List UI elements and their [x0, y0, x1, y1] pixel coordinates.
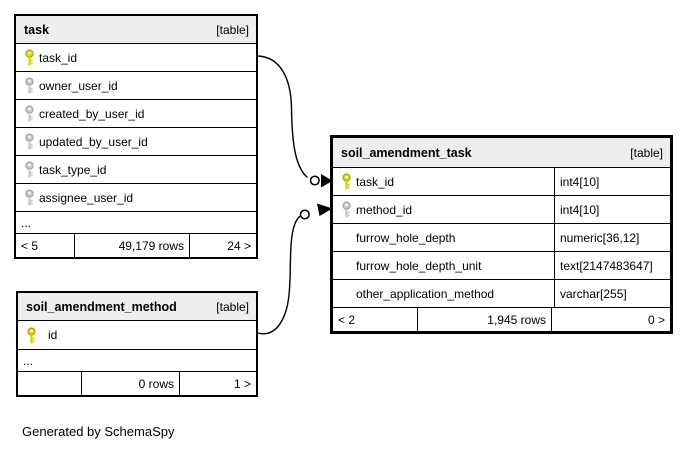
table-node-task[interactable]: task [table] task_id [14, 14, 258, 259]
table-badge: [table] [630, 145, 663, 160]
table-title: soil_amendment_task [341, 145, 472, 160]
primary-key-icon [24, 49, 39, 66]
table-node-soil-amendment-task[interactable]: soil_amendment_task [table] task_id int4… [330, 135, 673, 334]
column-type: int4[10] [560, 174, 600, 189]
foreign-key-icon [24, 77, 39, 94]
column-name: id [48, 328, 58, 342]
pager-next-count: 24 > [227, 238, 251, 253]
column-row-id[interactable]: id [18, 321, 256, 350]
column-row-assignee-user-id[interactable]: assignee_user_id [16, 184, 256, 212]
table-title: task [24, 22, 50, 37]
row-count: 49,179 rows [75, 234, 190, 257]
table-node-soil-amendment-method[interactable]: soil_amendment_method [table] id ... 0 r… [16, 291, 258, 397]
row-count: 0 rows [82, 372, 180, 395]
table-badge: [table] [216, 299, 249, 314]
table-title: soil_amendment_method [26, 299, 177, 314]
column-row-furrow-hole-depth[interactable]: furrow_hole_depth numeric[36,12] [333, 224, 670, 252]
edge-circle-terminator [299, 209, 310, 220]
foreign-key-icon [24, 105, 39, 122]
column-name: other_application_method [356, 286, 495, 301]
primary-key-icon [26, 327, 41, 344]
column-name: owner_user_id [39, 78, 118, 93]
column-type: numeric[36,12] [560, 230, 640, 245]
column-name: task_id [39, 50, 78, 65]
foreign-key-icon [341, 201, 356, 218]
column-row-updated-by-user-id[interactable]: updated_by_user_id [16, 128, 256, 156]
column-row-owner-user-id[interactable]: owner_user_id [16, 72, 256, 100]
table-header-soil-amendment-task[interactable]: soil_amendment_task [table] [333, 138, 670, 168]
column-name: furrow_hole_depth [356, 230, 456, 245]
column-row-furrow-hole-depth-unit[interactable]: furrow_hole_depth_unit text[2147483647] [333, 252, 670, 280]
column-row-task-id[interactable]: task_id [16, 44, 256, 72]
column-name: method_id [356, 202, 413, 217]
table-footer: < 5 49,179 rows 24 > [16, 234, 256, 257]
table-header-soil-amendment-method[interactable]: soil_amendment_method [table] [18, 293, 256, 321]
column-name: updated_by_user_id [39, 134, 148, 149]
generated-by-note: Generated by SchemaSpy [22, 424, 175, 439]
pager-prev-count [18, 372, 82, 395]
foreign-key-icon [24, 161, 39, 178]
column-name: furrow_hole_depth_unit [356, 258, 482, 273]
pager-prev-count: < 2 [333, 308, 418, 331]
column-row-other-application-method[interactable]: other_application_method varchar[255] [333, 280, 670, 308]
column-type: int4[10] [560, 202, 600, 217]
hidden-columns-ellipsis: ... [16, 212, 256, 234]
relationship-line-soil-amendment-method-to-soil-amendment-task [257, 203, 333, 335]
column-name: assignee_user_id [39, 190, 134, 205]
foreign-key-icon [24, 133, 39, 150]
primary-key-icon [341, 173, 356, 190]
table-footer: < 2 1,945 rows 0 > [333, 308, 670, 331]
hidden-columns-ellipsis: ... [18, 350, 256, 372]
column-name: task_type_id [39, 162, 107, 177]
edge-circle-terminator [309, 175, 320, 186]
column-row-task-type-id[interactable]: task_type_id [16, 156, 256, 184]
foreign-key-icon [24, 189, 39, 206]
pager-next-count: 0 > [647, 312, 665, 327]
table-header-task[interactable]: task [table] [16, 16, 256, 44]
column-type: varchar[255] [560, 286, 627, 301]
table-badge: [table] [216, 22, 249, 37]
column-type: text[2147483647] [560, 258, 653, 273]
relationship-line-task-to-soil-amendment-task [257, 55, 333, 188]
table-footer: 0 rows 1 > [18, 372, 256, 395]
column-name: task_id [356, 174, 395, 189]
pager-next-count: 1 > [233, 376, 251, 391]
column-row-task-id[interactable]: task_id int4[10] [333, 168, 670, 196]
row-count: 1,945 rows [418, 308, 552, 331]
column-row-created-by-user-id[interactable]: created_by_user_id [16, 100, 256, 128]
column-row-method-id[interactable]: method_id int4[10] [333, 196, 670, 224]
column-name: created_by_user_id [39, 106, 145, 121]
pager-prev-count: < 5 [16, 234, 75, 257]
